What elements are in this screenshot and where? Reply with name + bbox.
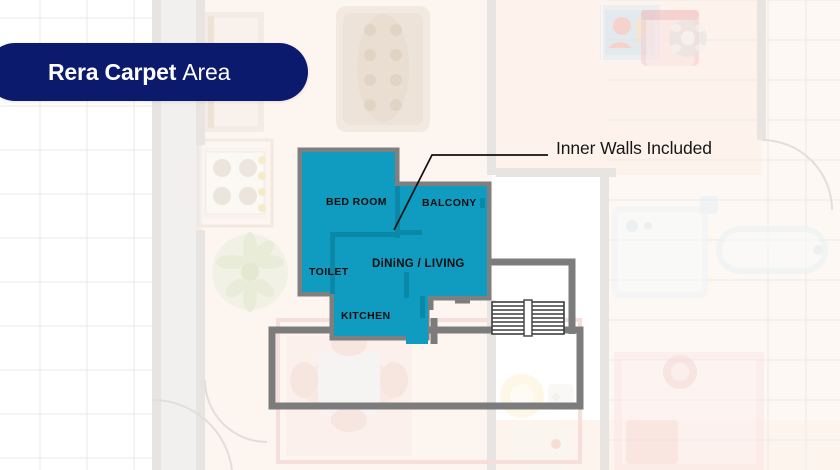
- rera-carpet-area-highlight: [297, 147, 492, 344]
- room-label-balcony: BALCONY: [422, 197, 477, 209]
- background-ceiling-fan: [669, 19, 707, 57]
- room-label-toilet: TOILET: [309, 266, 349, 278]
- banner-title: Rera Carpet Area: [48, 59, 230, 86]
- room-label-dining-living: DiNiNG / LIVING: [372, 258, 465, 270]
- rera-carpet-area-banner: Rera Carpet Area: [0, 43, 308, 101]
- annotation-leader-line: [393, 154, 548, 231]
- banner-title-light: Area: [182, 58, 231, 85]
- background-dining-set-top: [336, 6, 430, 132]
- door-swing-arcs: [151, 139, 833, 470]
- background-bedroom-bottom: [614, 352, 764, 470]
- background-stove: [196, 138, 274, 228]
- room-label-bed-room: BED ROOM: [326, 196, 387, 208]
- background-plant: [212, 232, 288, 312]
- annotation-label: Inner Walls Included: [556, 138, 712, 158]
- background-bathroom: [612, 196, 828, 298]
- staircase-icon: [491, 299, 565, 337]
- room-label-kitchen: KITCHEN: [341, 310, 391, 322]
- inner-wall-stubs: [330, 186, 485, 318]
- banner-title-strong: Rera Carpet: [48, 58, 177, 85]
